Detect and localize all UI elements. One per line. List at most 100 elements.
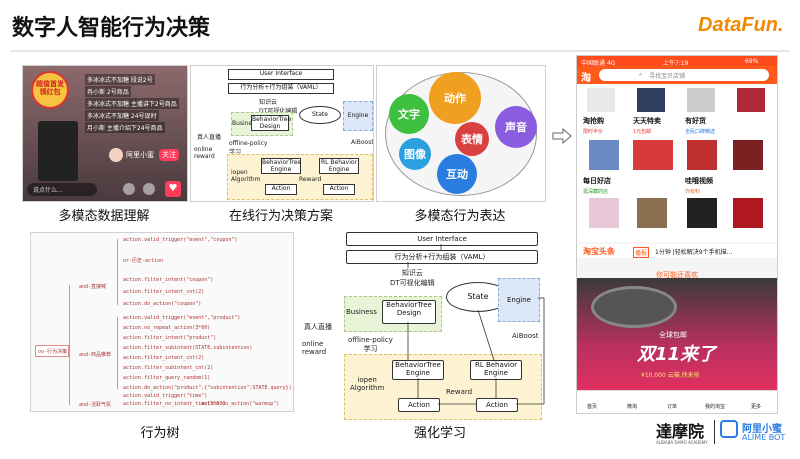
behavior-tree-panel: ov-行为决策 and-直接喊 action.valid_trigger("ev… [30, 232, 294, 412]
comment-item: 冉小斯 2号商品 [85, 86, 131, 97]
multimodal-expression-panel: 动作 文字 表情 声音 图像 互动 [376, 65, 546, 202]
reward-label: Reward [446, 388, 473, 396]
expression-voice-circle: 声音 [495, 106, 537, 148]
datafun-logo: DataFun. [698, 14, 784, 36]
expression-text-circle: 文字 [389, 94, 429, 134]
promo-top-text: 全球包邮 [659, 331, 687, 339]
tree-leaf: action.filter_intent("product") [123, 335, 217, 341]
online-reward-label: online reward [302, 340, 327, 356]
status-bar: 中国联通 4G 上午7:19 69% [577, 56, 777, 67]
action-box-left: Action [398, 398, 440, 412]
promo-main-text: 双11来了 [637, 344, 717, 365]
tree-group-label: and-直接喊 [79, 284, 107, 290]
search-header: 淘 ⌕ 寻找宝贝店铺 [577, 66, 777, 84]
tree-root-label: ov-行为决策 [38, 349, 68, 355]
tab-more[interactable]: 更多 [751, 404, 762, 410]
tree-leaf: action.filter_subintent(STATE.subintenti… [123, 345, 253, 351]
arrow-right-icon [552, 128, 572, 144]
bt-engine-box: BehaviorTree Engine [261, 158, 302, 174]
share-icon[interactable] [123, 183, 135, 195]
channel-qiang-title[interactable]: 淘抢购 [583, 117, 604, 125]
headline-text: 1分钟 |轻松解决9个手机描... [655, 249, 733, 256]
user-interface-box: User Interface [346, 232, 538, 246]
grid-thumb [633, 140, 673, 170]
offline-policy-label: offline-policy 学习 [229, 140, 268, 156]
status-carrier: 中国联通 4G [581, 60, 616, 67]
engine-area: Engine [343, 101, 373, 131]
follow-button[interactable]: 关注 [159, 149, 179, 161]
red-packet-badge[interactable]: 超值首发 领红包 [31, 71, 69, 109]
input-bar[interactable]: 说点什么... [27, 183, 97, 196]
channel-haohuo-sub: 全民口碑精选 [685, 129, 716, 135]
action-box-right: Action [323, 184, 355, 195]
reinforcement-learning-panel: User Interface 行为分析+行为组装（VAML） 知识云 DT可视化… [298, 228, 550, 420]
search-input[interactable]: ⌕ 寻找宝贝店铺 [599, 69, 769, 81]
channel-temai-title[interactable]: 天天特卖 [633, 117, 661, 125]
tree-leaf: action.filter_query_random(1) [123, 375, 211, 381]
taobao-logo[interactable]: 淘 [581, 73, 591, 84]
heart-icon[interactable]: ♥ [165, 181, 181, 197]
engine-area: Engine [498, 278, 540, 322]
channel-dianpu-sub: 逛深藏的店 [583, 189, 609, 195]
page-title: 数字人智能行为决策 [12, 16, 211, 41]
product-image [38, 121, 78, 181]
alime-bot-en: ALIME BOT [742, 433, 786, 442]
action-box-left: Action [265, 184, 297, 195]
real-live-label: 真人直播 [197, 134, 222, 141]
tab-my-taobao[interactable]: 我的淘宝 [705, 404, 726, 410]
caption-multimodal-understanding: 多模态数据理解 [58, 209, 150, 224]
tree-connector [117, 317, 118, 389]
tree-leaf: or-历史-action [123, 258, 164, 264]
tab-weitao[interactable]: 微淘 [627, 404, 638, 410]
comment-item: 月小斯 主播介绍下24号商品 [85, 122, 165, 133]
comment-item: 多冰冰式不加糖 主播讲下2号商品 [85, 98, 179, 109]
caption-reinforcement-learning: 强化学习 [413, 426, 466, 441]
knowledge-label: 知识云 DT可视化编辑 [259, 99, 297, 115]
channel-haohuo-title[interactable]: 有好货 [685, 117, 706, 125]
you-may-like: 你可能还喜欢 [577, 262, 777, 279]
live-stream-panel: 超值首发 领红包 多冰冰式不加糖 段说2号 冉小斯 2号商品 多冰冰式不加糖 主… [22, 65, 188, 202]
caption-online-decision: 在线行为决策方案 [228, 209, 333, 224]
tree-connector [69, 285, 70, 405]
offline-policy-label: offline-policy 学习 [348, 336, 393, 353]
channel-video-sub: 你有料 [685, 189, 701, 195]
grid-thumb [637, 88, 665, 112]
headline-label: 淘宝头条 [583, 247, 615, 256]
iopen-label: iopen Algorithm [231, 169, 261, 183]
channel-video-title[interactable]: 哇哦视频 [685, 177, 713, 185]
phone-screen: 中国联通 4G 上午7:19 69% 淘 ⌕ 寻找宝贝店铺 淘抢购 限时半价 天… [576, 55, 778, 414]
footer-divider [714, 420, 715, 444]
expression-emotion-circle: 表情 [455, 122, 489, 156]
channel-dianpu-title[interactable]: 每日好店 [583, 177, 611, 185]
tree-leaf: action.no_repeat_action(3*60) [123, 325, 211, 331]
tree-leaf: action.do_action("warmup") [201, 401, 280, 407]
status-time: 上午7:19 [663, 60, 689, 67]
expression-action-circle: 动作 [429, 72, 481, 124]
business-label: Business [232, 120, 259, 127]
user-interface-box: User Interface [228, 69, 334, 80]
promo-product [591, 286, 677, 328]
headline-bar[interactable]: 淘宝头条 播报 1分钟 |轻松解决9个手机描... [577, 244, 777, 258]
tree-leaf: action.valid_trigger("event","coupon") [123, 237, 238, 243]
tree-leaf: action.valid_trigger("time") [123, 393, 208, 399]
expression-image-circle: 图像 [399, 138, 431, 170]
channel-temai-sub: 1元包邮 [633, 129, 652, 135]
promo-banner[interactable]: 全球包邮 双11来了 ¥10,000 云猫,快来抢 [577, 278, 777, 390]
caption-multimodal-expression: 多模态行为表达 [414, 209, 506, 224]
tree-leaf: action.do_action("coupon") [123, 301, 202, 307]
search-placeholder: 寻找宝贝店铺 [649, 73, 686, 80]
product-grid: 淘抢购 限时半价 天天特卖 1元包邮 有好货 全民口碑精选 每日好店 逛深藏的店… [577, 84, 777, 242]
promo-price-text: ¥10,000 云猫,快来抢 [641, 372, 700, 379]
bt-design-box: BehaviorTree Design [382, 300, 436, 324]
tree-group-label: and-商品推荐 [79, 352, 112, 358]
bt-design-box: BehaviorTree Design [251, 115, 292, 131]
tab-home[interactable]: 首页 [587, 404, 598, 410]
expression-interaction-circle: 互动 [437, 154, 477, 194]
grid-thumb [687, 140, 717, 170]
tab-orders[interactable]: 订单 [667, 404, 678, 410]
action-box-right: Action [476, 398, 518, 412]
aiboost-label: AiBoost [512, 332, 539, 340]
state-cloud: State [299, 106, 341, 124]
gift-icon[interactable] [143, 183, 155, 195]
anchor-avatar[interactable] [109, 148, 123, 162]
